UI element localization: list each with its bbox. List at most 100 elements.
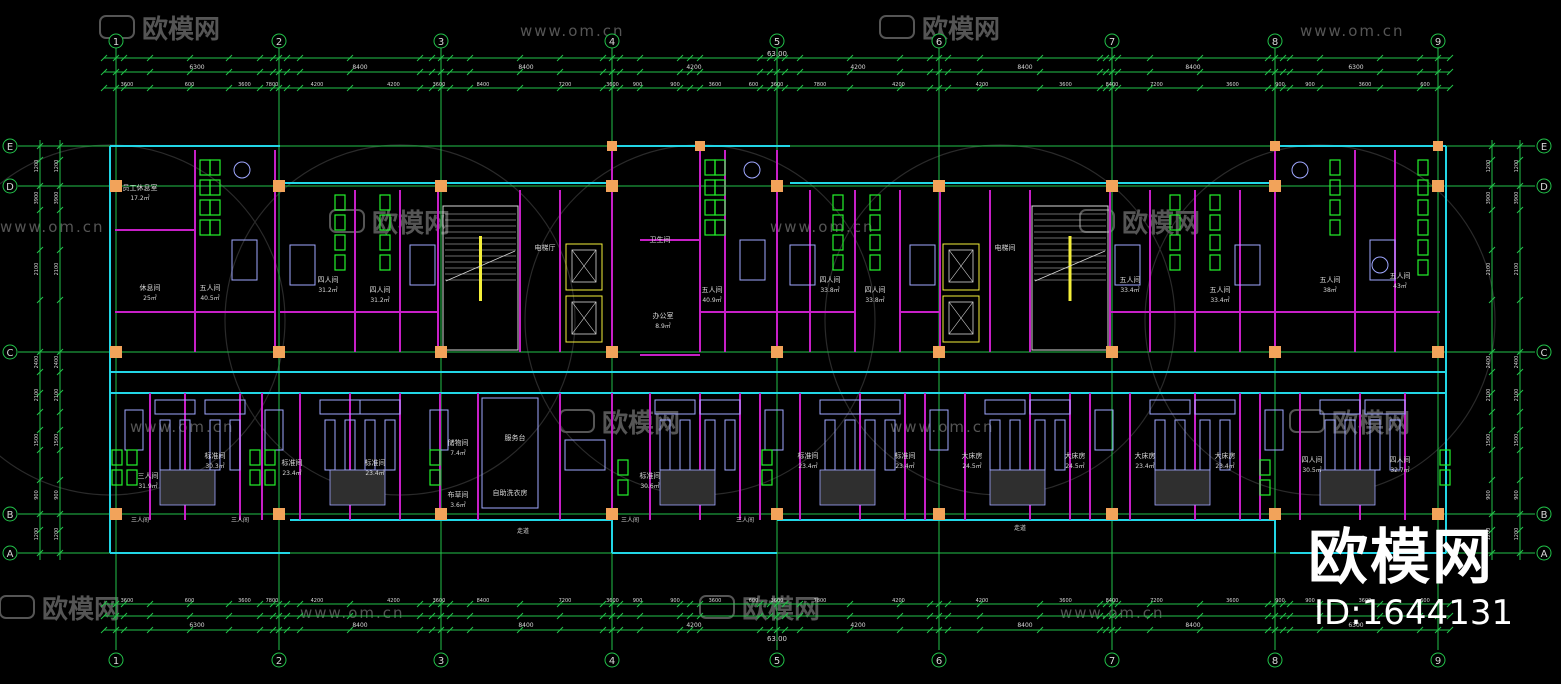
room-area: 23.4㎡	[798, 462, 817, 470]
dimension-tick	[112, 626, 120, 634]
watermark-url: www.om.cn	[890, 418, 995, 436]
fixture	[154, 399, 196, 415]
fixture	[319, 399, 361, 415]
axis-tag-circle	[271, 33, 287, 49]
dimension-tick	[1488, 408, 1496, 416]
dimension-value: 900	[1275, 598, 1285, 604]
dimension-tick	[686, 612, 694, 620]
dimension-tick	[846, 68, 854, 76]
column	[1432, 346, 1444, 358]
fixture	[704, 419, 716, 471]
dimension-tick	[100, 612, 108, 620]
dimension-tick	[100, 84, 108, 92]
dimension-tick	[36, 368, 44, 376]
dimension-value: 8400	[1017, 622, 1032, 629]
dimension-value: 4200	[686, 622, 701, 629]
dimension-tick	[608, 600, 616, 608]
dimension-value: 7200	[559, 82, 572, 88]
dimension-value: 2100	[54, 263, 60, 276]
dimension-tick	[296, 68, 304, 76]
dimension-tick	[1036, 612, 1044, 620]
dimension-tick	[283, 600, 291, 608]
axis-tag-number: 2	[276, 37, 282, 48]
bed	[1417, 159, 1429, 176]
bed	[264, 469, 276, 486]
dimension-tick	[56, 510, 64, 518]
dimension-tick	[36, 389, 44, 397]
fixture	[1174, 419, 1186, 471]
dimension-tick	[935, 600, 943, 608]
dimension-value: 3600	[606, 598, 619, 604]
elevator-cross	[571, 249, 597, 283]
fixture	[1149, 399, 1191, 415]
bed	[869, 194, 881, 211]
dimension-tick	[1488, 368, 1496, 376]
dimension-tick	[346, 54, 354, 62]
dimension-tick	[1196, 84, 1204, 92]
dimension-value: 8400	[352, 64, 367, 71]
room-name: 大床房	[1065, 451, 1086, 460]
fixture	[909, 244, 936, 286]
dimension-tick	[112, 612, 120, 620]
dimension-tick	[1146, 612, 1154, 620]
dimension-tick	[446, 612, 454, 620]
dimension-tick	[269, 68, 277, 76]
dimension-value: 7200	[1150, 598, 1163, 604]
dimension-value: 8400	[1106, 598, 1119, 604]
bed	[617, 459, 629, 476]
axis-tag-circle	[1104, 33, 1120, 49]
dimension-tick	[1096, 54, 1104, 62]
axis-tag-number: 6	[936, 37, 942, 48]
dimension-tick	[1096, 600, 1104, 608]
watermark-logo-icon	[1289, 409, 1325, 433]
dimension-tick	[1516, 389, 1524, 397]
dimension-tick	[1516, 296, 1524, 304]
dimension-value: 2100	[34, 389, 40, 402]
walls	[109, 145, 1447, 554]
dimension-value: 1200	[54, 528, 60, 541]
stair-arrow	[445, 250, 516, 282]
dimension-value: 600	[749, 598, 759, 604]
dimension-value: 6300	[189, 64, 204, 71]
fixture	[1319, 399, 1361, 415]
dimension-tick	[608, 626, 616, 634]
dimension-tick	[56, 206, 64, 214]
dimension-tick	[1271, 600, 1279, 608]
dimension-tick	[796, 612, 804, 620]
room-name: 电梯厅	[535, 243, 556, 252]
room-name: 标准间	[798, 451, 819, 460]
room-name: 大床房	[1135, 451, 1156, 460]
bed	[869, 254, 881, 271]
axis-tag-circle	[2, 138, 18, 154]
dimension-tick	[773, 84, 781, 92]
dimension-tick	[186, 626, 194, 634]
dimension-tick	[556, 626, 564, 634]
room-area: 33.4㎡	[1120, 286, 1139, 294]
column	[1106, 346, 1118, 358]
column	[606, 346, 618, 358]
dimension-value: 1200	[54, 160, 60, 173]
dimension-tick	[766, 626, 774, 634]
axis-tag-letter: B	[1541, 510, 1548, 521]
dimension-tick	[120, 626, 128, 634]
dimension-tick	[225, 68, 233, 76]
dimension-value: 3600	[1359, 82, 1372, 88]
watermark-url: www.om.cn	[1060, 604, 1165, 622]
dimension-tick	[1196, 600, 1204, 608]
room-name: 服务台	[505, 433, 526, 442]
dimension-tick	[1446, 84, 1454, 92]
dimension-tick	[112, 68, 120, 76]
dimension-tick	[275, 612, 283, 620]
dimension-tick	[1114, 68, 1122, 76]
dimension-tick	[120, 54, 128, 62]
dimension-tick	[1416, 612, 1424, 620]
dimension-tick	[756, 626, 764, 634]
dimension-value: 7800	[266, 82, 279, 88]
watermark-url: www.om.cn	[130, 418, 235, 436]
dimension-tick	[1096, 84, 1104, 92]
dimension-tick	[56, 246, 64, 254]
dimension-tick	[556, 600, 564, 608]
fixture	[739, 239, 766, 281]
dimension-value: 4200	[311, 82, 324, 88]
